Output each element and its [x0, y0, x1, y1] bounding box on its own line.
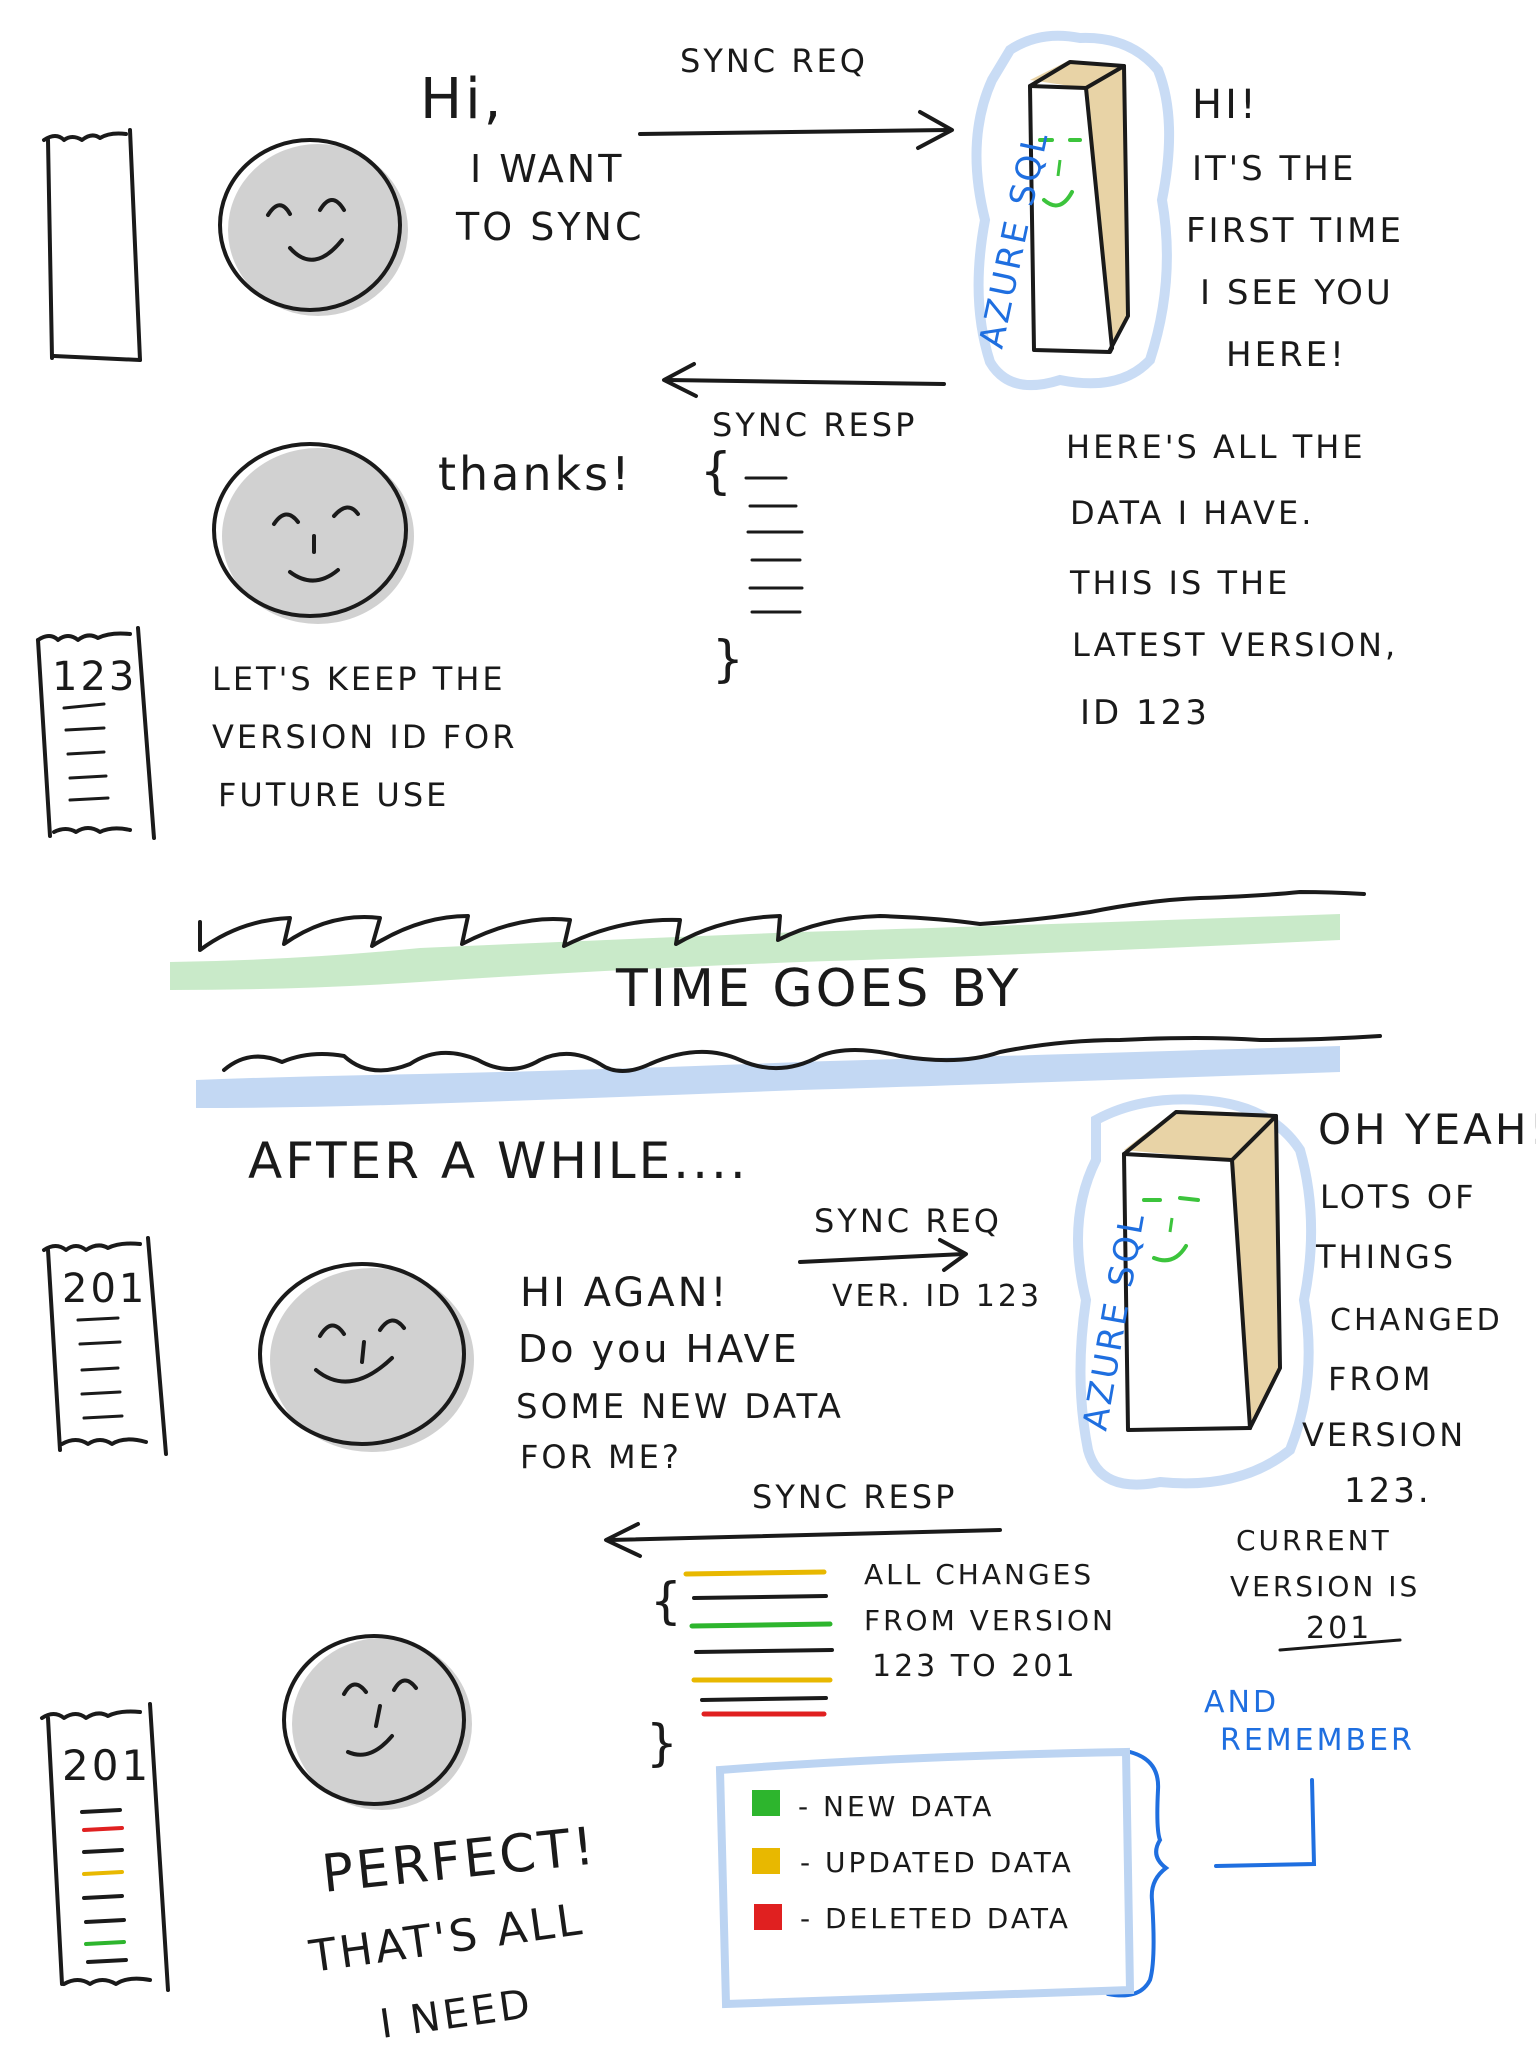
receipt-version-123: 201 [62, 1266, 147, 1312]
sync-resp-label: SYNC RESP [752, 1478, 957, 1516]
arrow-right-icon [798, 1238, 968, 1272]
smiling-face-icon [218, 138, 408, 316]
blank-receipt-icon [42, 128, 142, 362]
smiling-face-icon [282, 1634, 472, 1810]
current-version-line3: 201 [1306, 1611, 1372, 1646]
curly-brace-icon: { [700, 442, 735, 500]
server-data-line2: DATA I HAVE. [1070, 494, 1314, 532]
client-ask-line1: HI AGAN! [520, 1270, 730, 1316]
curly-brace-icon: { [650, 1572, 685, 1630]
legend-brace [1106, 1750, 1170, 1998]
underline-divider [1278, 1638, 1402, 1652]
arrow-left-icon [662, 362, 946, 398]
server-data-line5: ID 123 [1080, 693, 1210, 733]
perfect-line3: I NEED [377, 1981, 536, 2048]
change-lines [683, 1569, 834, 1717]
legend-label-updated: - UPDATED DATA [800, 1846, 1074, 1879]
server-reply2-changed: CHANGED [1330, 1303, 1503, 1338]
perfect-line2: THAT'S ALL [305, 1894, 587, 1983]
receipt-note-icon [40, 1702, 170, 1992]
perfect-line1: PERFECT! [319, 1816, 600, 1905]
changes-line1: ALL CHANGES [864, 1558, 1094, 1591]
database-server-icon [1073, 1094, 1317, 1490]
ver-id-label: VER. ID 123 [832, 1279, 1042, 1314]
receipt-note-icon [36, 626, 156, 840]
data-lines [744, 476, 804, 614]
database-server-icon [971, 30, 1175, 391]
client-thanks: thanks! [438, 447, 633, 501]
server-reply2-lots-of: LOTS OF [1320, 1178, 1477, 1216]
client-greeting-sync: TO SYNC [455, 205, 645, 249]
curly-brace-close-icon: } [646, 1714, 681, 1772]
and-remember-line2: REMEMBER [1220, 1723, 1415, 1758]
sync-req-label: SYNC REQ [814, 1202, 1002, 1240]
server-reply-i-see-you: I SEE YOU [1200, 273, 1394, 313]
legend-item-new: - NEW DATA [752, 1790, 994, 1823]
server-data-line1: HERE'S ALL THE [1066, 428, 1366, 466]
time-divider [170, 890, 1382, 1108]
arrow-left-icon [604, 1522, 1002, 1558]
legend-label-new: - NEW DATA [798, 1790, 994, 1823]
server-reply-here: HERE! [1226, 335, 1347, 375]
curly-brace-close-icon: } [712, 630, 747, 688]
sync-req-label: SYNC REQ [680, 42, 868, 80]
receipt-note-icon [42, 1236, 168, 1456]
server-reply2-123: 123. [1344, 1471, 1432, 1511]
arrow-right-icon [638, 110, 954, 150]
keep-line2: VERSION ID FOR [212, 718, 517, 756]
legend-box [715, 1747, 1135, 2009]
server-reply2-things: THINGS [1315, 1238, 1456, 1276]
receipt-version-201: 201 [62, 1741, 151, 1790]
smiling-face-icon [258, 1262, 474, 1452]
after-a-while-label: AFTER A WHILE.... [248, 1132, 749, 1190]
sync-resp-label: SYNC RESP [712, 406, 917, 444]
smiling-face-icon [212, 442, 414, 624]
client-greeting-hi: Hi, [420, 67, 504, 132]
changes-line3: 123 TO 201 [872, 1649, 1078, 1684]
and-remember-line1: AND [1204, 1685, 1279, 1720]
server-data-line3: THIS IS THE [1069, 564, 1290, 602]
keep-line3: FUTURE USE [218, 776, 449, 814]
legend-item-deleted: - DELETED DATA [754, 1902, 1071, 1935]
client-greeting-want: I WANT [470, 147, 624, 191]
current-version-line1: CURRENT [1236, 1524, 1392, 1557]
keep-line1: LET'S KEEP THE [212, 660, 506, 698]
server-reply2-version: VERSION [1302, 1416, 1466, 1454]
server-reply-first-time: FIRST TIME [1186, 211, 1404, 251]
connector-line [1214, 1778, 1317, 1868]
current-version-line2: VERSION IS [1230, 1570, 1420, 1603]
server-reply2-oh-yeah: OH YEAH! [1318, 1105, 1536, 1154]
server-data-line4: LATEST VERSION, [1072, 626, 1398, 664]
client-ask-line3: SOME NEW DATA [516, 1387, 844, 1427]
changes-line2: FROM VERSION [864, 1604, 1116, 1637]
client-ask-line2: Do you HAVE [518, 1327, 800, 1371]
legend-label-deleted: - DELETED DATA [800, 1902, 1071, 1935]
server-reply-its-the: IT'S THE [1192, 149, 1356, 189]
server-reply2-from: FROM [1328, 1360, 1433, 1398]
receipt-version-123: 123 [52, 654, 137, 700]
legend-item-updated: - UPDATED DATA [752, 1846, 1074, 1879]
time-goes-by-label: TIME GOES BY [615, 959, 1022, 1019]
client-ask-line4: FOR ME? [520, 1438, 682, 1476]
server-reply-hi: HI! [1192, 82, 1259, 128]
